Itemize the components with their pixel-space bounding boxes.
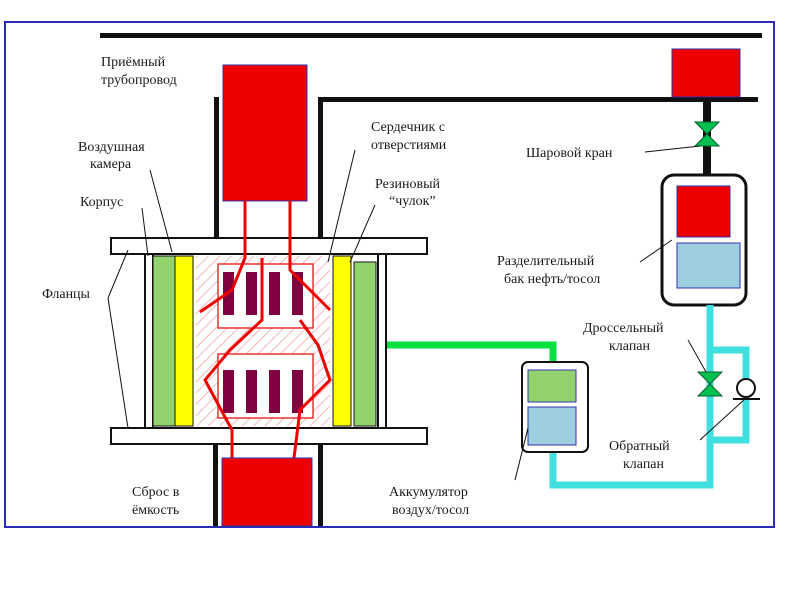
flange-top: [110, 237, 428, 255]
check-valve-icon: [736, 378, 756, 398]
air-line: [378, 341, 557, 365]
label-discharge-2: ёмкость: [132, 503, 179, 518]
throttle-valve-icon: [696, 371, 724, 385]
oil-flow-lines: [199, 201, 332, 459]
label-rubber-2: “чулок”: [389, 194, 436, 209]
housing-left: [144, 253, 154, 429]
rubber-stocking-left: [174, 255, 194, 427]
label-accumulator-2: воздух/тосол: [392, 503, 469, 518]
ball-valve-icon-lower: [693, 133, 721, 147]
intake-pipe-down-left: [214, 97, 219, 237]
intake-pipe-down-right: [318, 97, 323, 237]
housing-right: [377, 253, 387, 429]
separator-antifreeze: [676, 242, 741, 289]
label-throttle-1: Дроссельный: [583, 321, 664, 336]
label-check-2: клапан: [623, 457, 665, 472]
label-intake-1: Приёмный: [101, 55, 166, 70]
air-chamber-left: [152, 255, 176, 427]
label-accumulator-1: Аккумулятор: [389, 485, 468, 500]
discharge-oil-block: [221, 457, 313, 527]
discharge-pipe-right: [318, 444, 323, 526]
label-ball-valve: Шаровой кран: [526, 146, 613, 161]
label-flanges: Фланцы: [42, 287, 91, 302]
ball-valve-icon: [693, 121, 721, 135]
label-separator-2: бак нефть/тосол: [504, 272, 600, 287]
accumulator-air: [527, 369, 577, 403]
throttle-valve-icon-lower: [696, 383, 724, 397]
intake-pipe-top: [100, 33, 762, 38]
air-chamber-right: [353, 261, 377, 427]
intake-pipe-branch: [318, 97, 758, 102]
intake-oil-block: [222, 64, 308, 202]
separator-oil: [676, 185, 731, 238]
rubber-stocking-right: [332, 255, 352, 427]
accumulator-antifreeze: [527, 406, 577, 446]
flange-bottom: [110, 427, 428, 445]
label-discharge-1: Сброс в: [132, 485, 180, 500]
line-oil-block: [671, 48, 741, 98]
label-core-1: Сердечник с: [371, 120, 445, 135]
label-throttle-2: клапан: [609, 339, 651, 354]
label-housing: Корпус: [80, 195, 123, 210]
label-air-chamber-1: Воздушная: [78, 140, 145, 155]
label-intake-2: трубопровод: [101, 73, 177, 88]
label-rubber-1: Резиновый: [375, 177, 441, 192]
label-check-1: Обратный: [609, 439, 670, 454]
label-core-2: отверстиями: [371, 138, 447, 153]
leader-lines: [107, 145, 747, 481]
label-air-chamber-2: камера: [90, 157, 132, 172]
discharge-pipe-left: [213, 444, 218, 526]
label-separator-1: Разделительный: [497, 254, 595, 269]
